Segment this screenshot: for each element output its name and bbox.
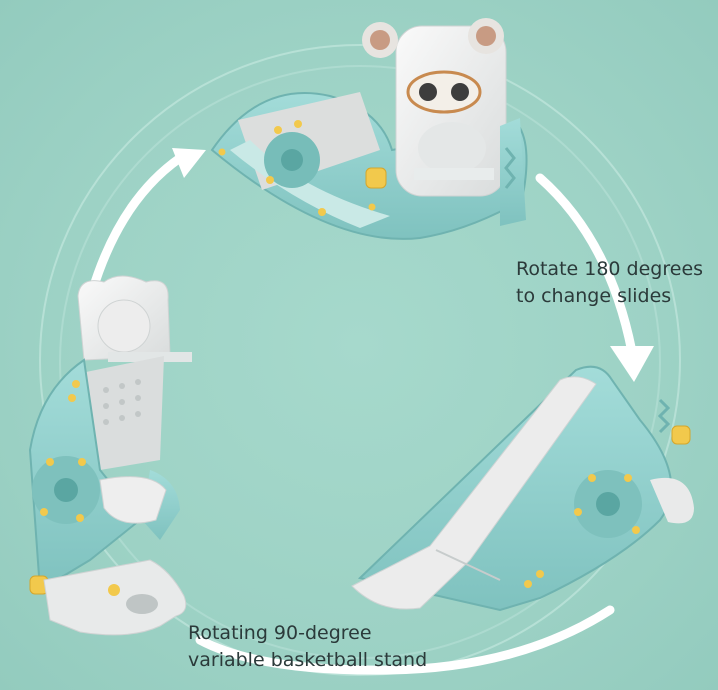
- caption-line: Rotating 90-degree: [188, 622, 372, 644]
- motion-swirls: [39, 44, 681, 676]
- caption-line: variable basketball stand: [188, 649, 428, 671]
- rocking-horse: [210, 18, 528, 240]
- basketball-stand: [28, 275, 192, 636]
- arrowheads: [172, 148, 654, 382]
- caption-line: Rotate 180 degrees: [516, 258, 704, 280]
- slide: [351, 365, 694, 612]
- caption-rotate-slides: Rotate 180 degrees to change slides: [516, 256, 703, 310]
- panda-face-icon: [406, 70, 482, 114]
- caption-basketball-stand: Rotating 90-degree variable basketball s…: [188, 620, 427, 674]
- caption-line: to change slides: [516, 285, 672, 307]
- rotation-arrow-icon: [87, 153, 637, 675]
